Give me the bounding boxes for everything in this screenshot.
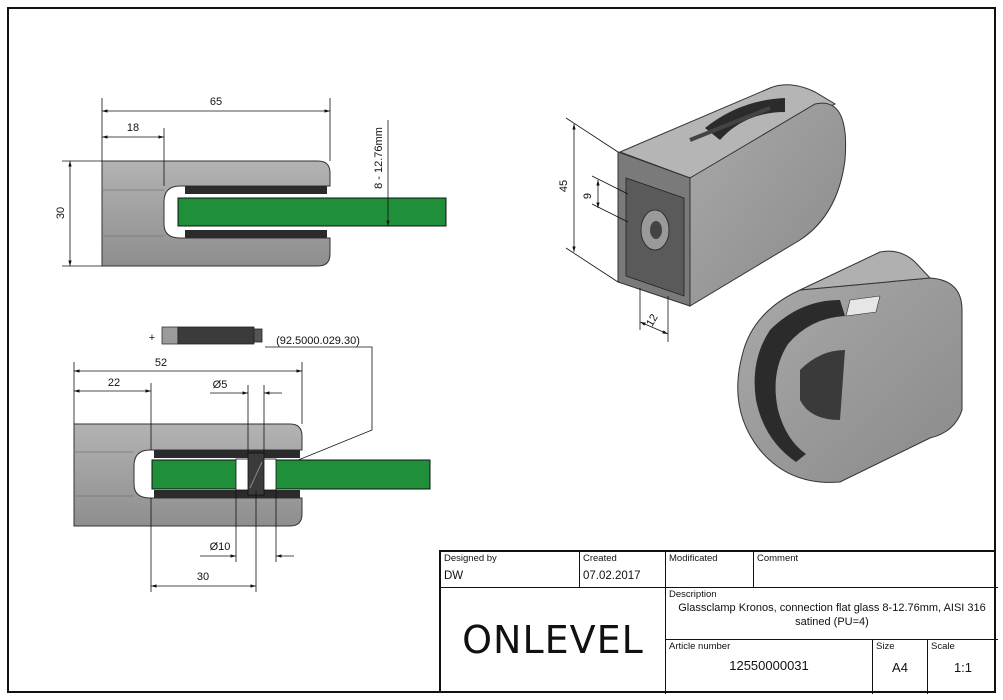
top-clamp-body	[101, 160, 331, 267]
created-value: 07.02.2017	[583, 570, 641, 582]
dim-12-label: 12	[644, 312, 661, 329]
iso-front-right-face	[689, 102, 847, 307]
dim-30-horiz-label: 30	[197, 571, 209, 583]
dim-52-label: 52	[155, 357, 167, 369]
top-view: 65 18 30 8 - 12.76mm	[55, 96, 447, 267]
description-value: Glassclamp Kronos, connection flat glass…	[678, 602, 986, 628]
designed-by-cell: Designed by DW	[441, 552, 580, 588]
created-label: Created	[583, 553, 617, 564]
screw-head	[161, 326, 179, 345]
dim-glass-label: 8 - 12.76mm	[373, 127, 385, 189]
designed-by-value: DW	[444, 570, 464, 582]
top-glass	[177, 197, 447, 227]
article-label: Article number	[669, 641, 731, 652]
top-rubber-lower	[185, 230, 327, 238]
logo-cell: ONLEVEL	[441, 588, 666, 694]
article-cell: Article number 12550000031	[666, 640, 873, 694]
bottom-glass	[151, 459, 431, 490]
dim-d10-label: Ø10	[210, 541, 231, 553]
scale-label: Scale	[931, 641, 955, 652]
modified-cell: Modificated	[666, 552, 754, 588]
screw-tip	[253, 328, 263, 343]
modified-label: Modificated	[669, 553, 718, 564]
screw-shaft	[177, 326, 255, 345]
description-cell: Description Glassclamp Kronos, connectio…	[666, 588, 998, 640]
size-label: Size	[876, 641, 895, 652]
dim-65-label: 65	[210, 96, 222, 108]
top-rubber-upper	[185, 186, 327, 194]
sheet-border	[7, 7, 996, 693]
comment-cell: Comment	[754, 552, 998, 588]
iso-view-back	[737, 250, 963, 483]
dim-d5-label: Ø5	[213, 379, 228, 391]
onlevel-logo: ONLEVEL	[462, 618, 644, 662]
scale-value: 1:1	[953, 660, 973, 675]
screw-ref-leader	[253, 346, 373, 479]
bottom-view: + (92.5000.029.30) 52 22 Ø5	[73, 326, 431, 592]
screw-ref-label: (92.5000.029.30)	[276, 335, 360, 347]
dim-18-label: 18	[127, 122, 139, 134]
screw-plus-sign: +	[149, 332, 155, 344]
comment-label: Comment	[757, 553, 799, 564]
size-cell: Size A4	[873, 640, 928, 694]
bottom-clamp-body	[73, 423, 303, 527]
size-value: A4	[892, 660, 908, 675]
dim-30-vert-label: 30	[55, 207, 67, 219]
created-cell: Created 07.02.2017	[580, 552, 666, 588]
iso-view-front: 45 9 12	[558, 84, 847, 342]
title-block: Designed by DW Created 07.02.2017 Modifi…	[439, 550, 998, 694]
dim-12-line	[639, 321, 669, 335]
designed-by-label: Designed by	[444, 553, 497, 564]
description-label: Description	[669, 589, 717, 600]
iso-back-rubber	[754, 300, 845, 462]
article-value: 12550000031	[729, 658, 809, 673]
scale-cell: Scale 1:1	[928, 640, 998, 694]
dim-45-label: 45	[558, 180, 570, 192]
dim-9-label: 9	[582, 193, 594, 199]
dim-22-label: 22	[108, 377, 120, 389]
